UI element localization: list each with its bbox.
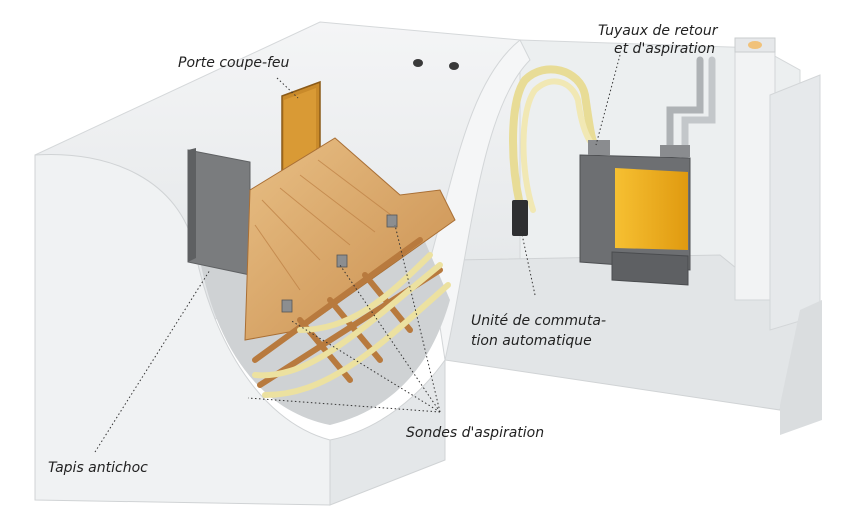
switching-unit xyxy=(512,200,528,236)
raised-floor xyxy=(244,137,456,398)
label-return-suction-pipes-2: et d'aspiration xyxy=(614,41,716,57)
roof-vent xyxy=(734,37,776,53)
label-fire-door: Porte coupe-feu xyxy=(178,55,290,71)
label-switching-unit-1: Unité de commuta- xyxy=(471,313,607,329)
label-switching-unit-2: tion automatique xyxy=(471,333,592,349)
leader-lines xyxy=(94,54,621,453)
return-suction-pipes xyxy=(509,56,716,213)
label-impact-mat: Tapis antichoc xyxy=(48,460,148,476)
label-return-suction-pipes-1: Tuyaux de retour xyxy=(598,23,718,39)
control-cabinet xyxy=(579,140,691,286)
label-suction-probes: Sondes d'aspiration xyxy=(406,425,545,441)
impact-mat xyxy=(187,148,251,276)
ceiling-lights xyxy=(413,59,459,70)
